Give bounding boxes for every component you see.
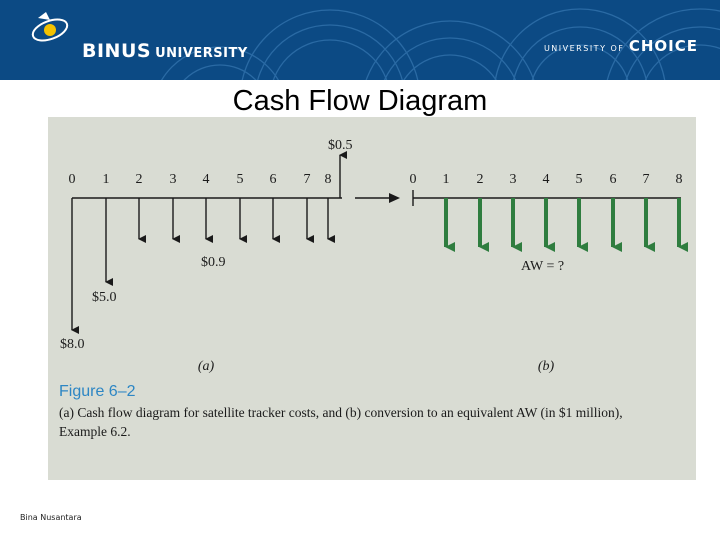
figure-number: Figure 6–2 xyxy=(59,383,136,400)
brand-name: BINUS xyxy=(82,40,152,62)
period-label-a-1: 1 xyxy=(103,172,110,187)
period-label-b-7: 7 xyxy=(643,172,650,187)
period-label-a-8: 8 xyxy=(325,172,332,187)
period-label-a-6: 6 xyxy=(270,172,277,187)
figure-caption: Figure 6–2 (a) Cash flow diagram for sat… xyxy=(59,383,659,441)
label-outflow-year-1: $5.0 xyxy=(92,290,117,305)
figure-caption-text: (a) Cash flow diagram for satellite trac… xyxy=(59,405,623,439)
period-label-b-5: 5 xyxy=(576,172,583,187)
period-label-b-4: 4 xyxy=(543,172,550,187)
sublabel-a: (a) xyxy=(198,359,215,374)
textbook-figure: 0 1 2 3 4 5 6 7 8 $0.5 $0.9 $5.0 $8 xyxy=(48,117,696,480)
period-label-b-0: 0 xyxy=(410,172,417,187)
tagline: UNIVERSITY OF CHOICE xyxy=(544,37,698,56)
annual-worth-label: AW = ? xyxy=(521,259,564,274)
slide-title: Cash Flow Diagram xyxy=(232,85,488,117)
binus-logo-icon xyxy=(31,12,69,42)
period-label-a-0: 0 xyxy=(69,172,76,187)
period-label-a-7: 7 xyxy=(304,172,311,187)
period-label-b-6: 6 xyxy=(610,172,617,187)
tagline-main: CHOICE xyxy=(628,37,698,55)
label-inflow-year-8: $0.5 xyxy=(328,138,353,153)
period-labels-b: 0 1 2 3 4 5 6 7 8 xyxy=(410,172,683,187)
diagram-a: 0 1 2 3 4 5 6 7 8 $0.5 $0.9 $5.0 $8 xyxy=(60,138,353,374)
conversion-arrow xyxy=(355,193,400,203)
period-label-a-3: 3 xyxy=(170,172,177,187)
period-label-b-1: 1 xyxy=(443,172,450,187)
period-label-b-3: 3 xyxy=(510,172,517,187)
cash-flow-diagrams: 0 1 2 3 4 5 6 7 8 $0.5 $0.9 $5.0 $8 xyxy=(60,138,688,374)
brand-suffix: UNIVERSITY xyxy=(155,46,248,61)
period-label-b-8: 8 xyxy=(676,172,683,187)
sublabel-b: (b) xyxy=(538,359,555,374)
period-label-a-2: 2 xyxy=(136,172,143,187)
tagline-prefix: UNIVERSITY OF xyxy=(543,44,625,53)
footer-text: Bina Nusantara xyxy=(20,513,82,522)
conversion-arrow-head xyxy=(389,193,400,203)
period-label-a-5: 5 xyxy=(237,172,244,187)
decorative-arcs xyxy=(160,8,720,80)
period-labels-a: 0 1 2 3 4 5 6 7 8 xyxy=(69,172,332,187)
label-outflow-years-1-8: $0.9 xyxy=(201,255,226,270)
diagram-b: 0 1 2 3 4 5 6 7 8 AW = ? (b) xyxy=(410,172,688,374)
period-label-b-2: 2 xyxy=(477,172,484,187)
label-outflow-year-0: $8.0 xyxy=(60,337,85,352)
period-label-a-4: 4 xyxy=(203,172,210,187)
